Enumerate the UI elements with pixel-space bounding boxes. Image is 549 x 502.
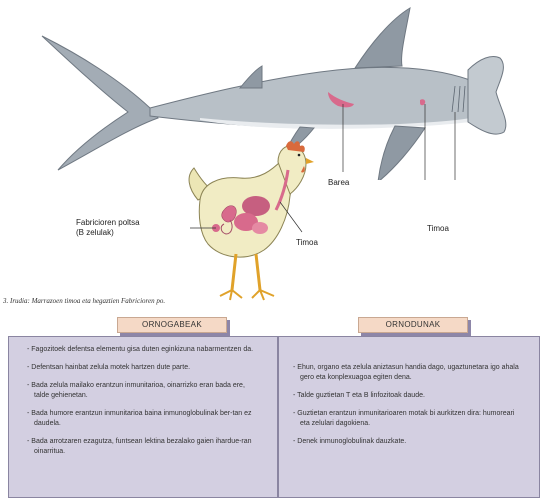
column-header-ornogabeak: ORNOGABEAK [117, 317, 227, 333]
list-item: - Defentsan hainbat zelula motek hartzen… [27, 364, 191, 371]
ornodunak-list: - Ehun, organo eta zelula aniztasun hand… [279, 337, 539, 447]
column-header-ornodunak: ORNODUNAK [358, 317, 468, 333]
timoa-shark-label: Timoa [427, 224, 449, 233]
list-item: - Bada arrotzaren ezagutza, funtsean lek… [27, 438, 252, 455]
list-item: - Bada zelula mailako erantzun inmunitar… [27, 382, 245, 399]
fabricius-label-line2: (B zelulak) [76, 228, 114, 237]
barea-label: Barea [328, 178, 350, 187]
list-item: - Denek inmunoglobulinak dauzkate. [293, 438, 407, 445]
list-item: - Bada humore erantzun inmunitarioa bain… [27, 410, 252, 427]
list-item: - Guztietan erantzun inmunitarioaren mot… [293, 410, 515, 427]
ornodunak-panel: - Ehun, organo eta zelula aniztasun hand… [278, 336, 540, 498]
list-item: - Ehun, organo eta zelula aniztasun hand… [293, 364, 519, 381]
fabricius-label-line1: Fabricioren poltsa [76, 218, 140, 227]
ornogabeak-list: - Fagozitoek defentsa elementu gisa dute… [9, 337, 277, 457]
list-item: - Talde guztietan T eta B linfozitoak da… [293, 392, 425, 399]
ornogabeak-panel: - Fagozitoek defentsa elementu gisa dute… [8, 336, 278, 498]
list-item: - Fagozitoek defentsa elementu gisa dute… [27, 346, 254, 353]
hen-illustration [188, 141, 314, 301]
timoa-hen-label: Timoa [296, 238, 318, 247]
fabricius-label: Fabricioren poltsa (B zelulak) [76, 218, 140, 238]
figure-caption: 3. Irudia: Marrazoen timoa eta hegaztien… [3, 297, 166, 305]
hammerhead-shark-illustration [41, 7, 507, 180]
